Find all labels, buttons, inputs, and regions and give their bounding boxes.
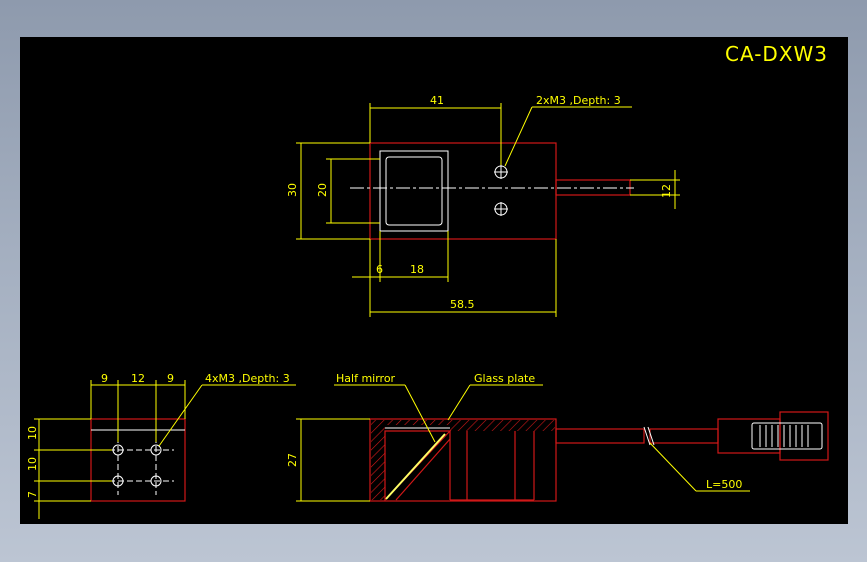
dim-41-label: 41 [430,94,444,107]
dim-12-end-label: 12 [131,372,145,385]
drawing-frame: CA-DXW3 41 2xM3 ,Depth: 3 30 20 [20,37,848,524]
top-thread-note: 2xM3 ,Depth: 3 [536,94,621,107]
side-body-outline [369,418,557,502]
top-window-outer [379,150,449,232]
side-hatched-top-left [385,420,450,425]
cad-drawing: CA-DXW3 41 2xM3 ,Depth: 3 30 20 [26,42,829,519]
end-body-outline [90,418,186,502]
dim-10a-label: 10 [26,426,39,440]
dim-12-label: 12 [660,184,673,198]
end-view: 9 12 9 4xM3 ,Depth: 3 10 10 7 [26,372,296,519]
side-half-mirror [385,433,446,500]
side-view: 27 Half mirror Glass plate [286,372,829,502]
side-connector-body [717,418,781,454]
side-connector-grip [751,422,823,450]
side-hatched-wall [371,420,385,500]
dim-18-label: 18 [410,263,424,276]
side-hatched-top [450,420,555,431]
cable-length-label: L=500 [706,478,742,491]
dim-27-label: 27 [286,453,299,467]
glass-plate-label: Glass plate [474,372,535,385]
dim-30-label: 30 [286,183,299,197]
dim-6-label: 6 [376,263,383,276]
dim-9a-label: 9 [101,372,108,385]
dim-58-5-label: 58.5 [450,298,475,311]
end-thread-note: 4xM3 ,Depth: 3 [205,372,290,385]
half-mirror-label: Half mirror [336,372,396,385]
top-window-inner [385,156,443,226]
dim-10b-label: 10 [26,457,39,471]
side-cable-segment-a [555,428,645,444]
drawing-title: CA-DXW3 [725,42,828,66]
dim-7-label: 7 [26,491,39,498]
dim-9b-label: 9 [167,372,174,385]
side-cable-segment-b [649,428,719,444]
side-connector-end [779,411,829,461]
top-view: 41 2xM3 ,Depth: 3 30 20 12 6 18 58.5 [286,94,680,317]
dim-20-label: 20 [316,183,329,197]
